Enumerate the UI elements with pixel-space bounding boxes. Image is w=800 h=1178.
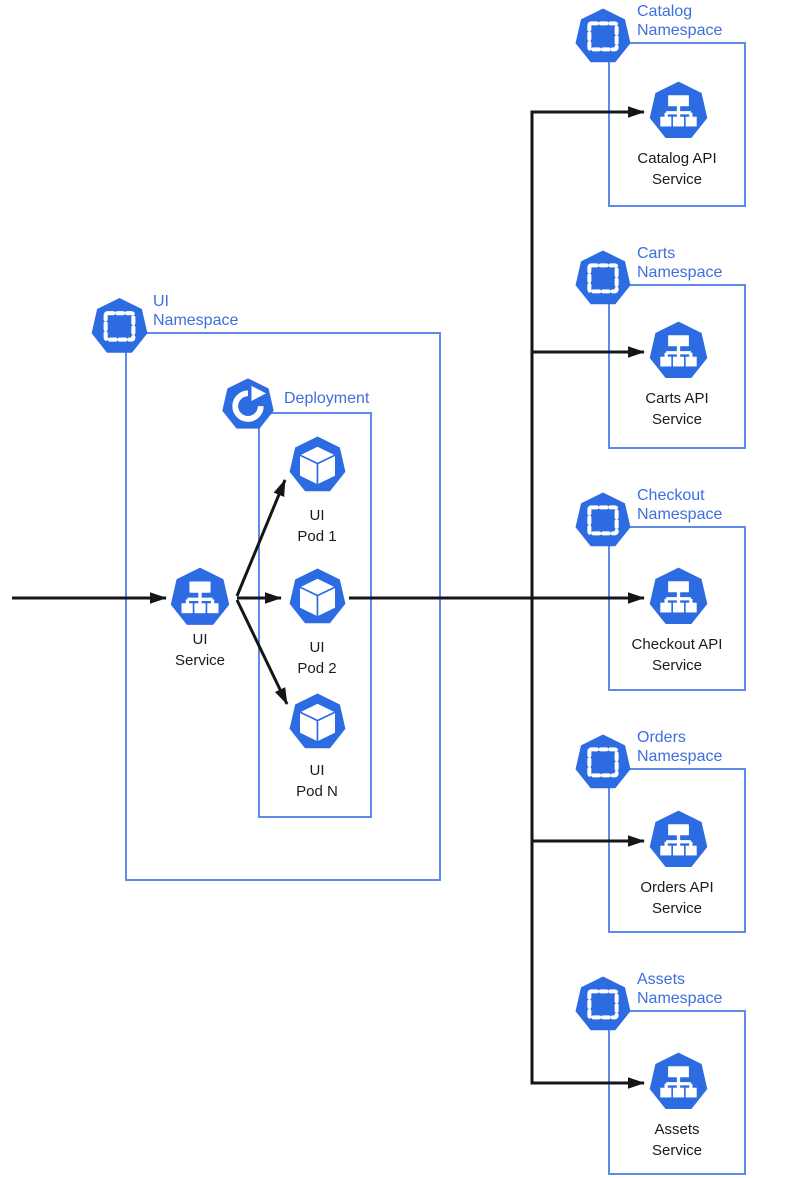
ui-service-label-line2: Service <box>174 652 226 669</box>
orders-api-service-label: Orders API Service <box>608 877 746 919</box>
service-icon <box>646 1050 711 1115</box>
ui-pod-2-label: UI Pod 2 <box>267 637 367 679</box>
catalog-namespace-label: Catalog Namespace <box>637 2 722 40</box>
carts-namespace-label-line2: Namespace <box>637 264 723 281</box>
orders-api-service-label-line1: Orders API <box>640 879 714 896</box>
deployment-box <box>258 412 372 818</box>
catalog-api-service-label-line2: Service <box>651 171 703 188</box>
ui-pod-2-label-line1: UI <box>309 639 325 656</box>
checkout-namespace-box <box>608 526 746 691</box>
carts-namespace-box <box>608 284 746 449</box>
namespace-icon <box>572 489 634 553</box>
deployment-label-text: Deployment <box>284 390 370 407</box>
pod-icon <box>286 566 349 629</box>
orders-namespace-box <box>608 768 746 933</box>
assets-service-label-line1: Assets <box>654 1121 700 1138</box>
namespace-icon <box>572 973 634 1037</box>
assets-service-label-line2: Service <box>651 1142 703 1159</box>
pod-icon <box>286 434 349 497</box>
carts-api-service-label: Carts API Service <box>608 388 746 430</box>
service-icon <box>646 565 711 630</box>
catalog-namespace-label-line2: Namespace <box>637 22 723 39</box>
carts-namespace-label: Carts Namespace <box>637 244 722 282</box>
service-icon <box>167 565 233 631</box>
namespace-icon <box>572 247 634 311</box>
orders-namespace-label-line2: Namespace <box>637 748 723 765</box>
ui-namespace-label-line2: Namespace <box>153 312 239 329</box>
ui-pod-1-label-line1: UI <box>309 507 325 524</box>
carts-api-service-label-line1: Carts API <box>645 390 709 407</box>
ui-namespace-label-line1: UI <box>153 293 169 310</box>
ui-pod-n-label-line1: UI <box>309 762 325 779</box>
catalog-api-service-label-line1: Catalog API <box>637 150 717 167</box>
edge-ui-service-to-pod-1 <box>235 479 287 597</box>
ui-pod-2-label-line2: Pod 2 <box>297 660 337 677</box>
checkout-api-service-label: Checkout API Service <box>608 634 746 676</box>
service-icon <box>646 319 711 384</box>
pod-icon <box>286 691 349 754</box>
ui-service-label-line1: UI <box>192 631 208 648</box>
checkout-api-service-label-line2: Service <box>651 657 703 674</box>
service-icon <box>646 808 711 873</box>
carts-api-service-label-line2: Service <box>651 411 703 428</box>
namespace-icon <box>572 731 634 795</box>
assets-namespace-label-line1: Assets <box>637 971 686 988</box>
carts-namespace-label-line1: Carts <box>637 245 676 262</box>
ui-namespace-box <box>125 332 441 881</box>
deployment-label: Deployment <box>284 389 369 408</box>
service-icon <box>646 79 711 144</box>
checkout-namespace-label-line2: Namespace <box>637 506 723 523</box>
checkout-namespace-label-line1: Checkout <box>637 487 705 504</box>
orders-namespace-label-line1: Orders <box>637 729 686 746</box>
checkout-namespace-label: Checkout Namespace <box>637 486 722 524</box>
deployment-icon <box>219 376 277 434</box>
ui-pod-1-label-line2: Pod 1 <box>297 528 337 545</box>
assets-service-label: Assets Service <box>608 1119 746 1161</box>
checkout-api-service-label-line1: Checkout API <box>631 636 723 653</box>
orders-api-service-label-line2: Service <box>651 900 703 917</box>
catalog-namespace-box <box>608 42 746 207</box>
assets-namespace-label-line2: Namespace <box>637 990 723 1007</box>
ui-pod-1-label: UI Pod 1 <box>267 505 367 547</box>
assets-namespace-label: Assets Namespace <box>637 970 722 1008</box>
assets-namespace-box <box>608 1010 746 1175</box>
ui-pod-n-label-line2: Pod N <box>296 783 338 800</box>
namespace-icon <box>88 295 151 359</box>
edge-ui-service-to-pod-n <box>235 599 289 705</box>
ui-service-label: UI Service <box>150 629 250 671</box>
catalog-api-service-label: Catalog API Service <box>608 148 746 190</box>
ui-pod-n-label: UI Pod N <box>267 760 367 802</box>
catalog-namespace-label-line1: Catalog <box>637 3 693 20</box>
namespace-icon <box>572 5 634 69</box>
ui-namespace-label: UI Namespace <box>153 292 238 330</box>
orders-namespace-label: Orders Namespace <box>637 728 722 766</box>
